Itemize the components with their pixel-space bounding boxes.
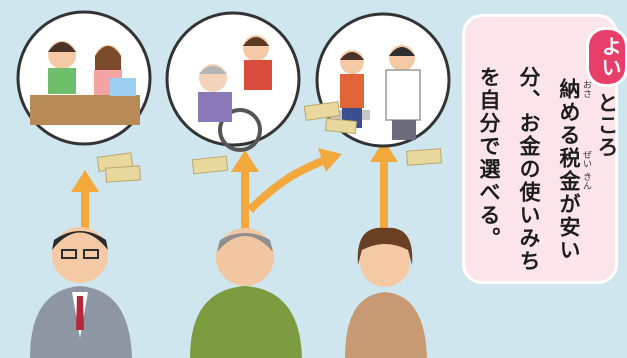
good-point-badge: よい xyxy=(589,30,625,84)
callout-line-3: を自分で選べる。 xyxy=(477,66,501,250)
callout-line-2: 分、お金の使いみち xyxy=(517,66,541,273)
person-woman xyxy=(345,227,427,358)
person-elder-man xyxy=(190,228,302,358)
good-point-label: ところ xyxy=(595,92,619,158)
ruby-zei: ぜい xyxy=(581,150,591,168)
elder-care-circle xyxy=(165,11,301,152)
ruby-osa: おさ xyxy=(581,80,591,98)
classroom-circle xyxy=(16,10,152,146)
callout-line-1: 納める税金が安い xyxy=(557,78,581,262)
money-bills xyxy=(96,101,442,183)
ruby-kin: きん xyxy=(581,172,591,190)
person-man-suit xyxy=(30,227,132,358)
clinic-circle xyxy=(315,12,451,148)
money-flow-arrows xyxy=(71,140,398,240)
